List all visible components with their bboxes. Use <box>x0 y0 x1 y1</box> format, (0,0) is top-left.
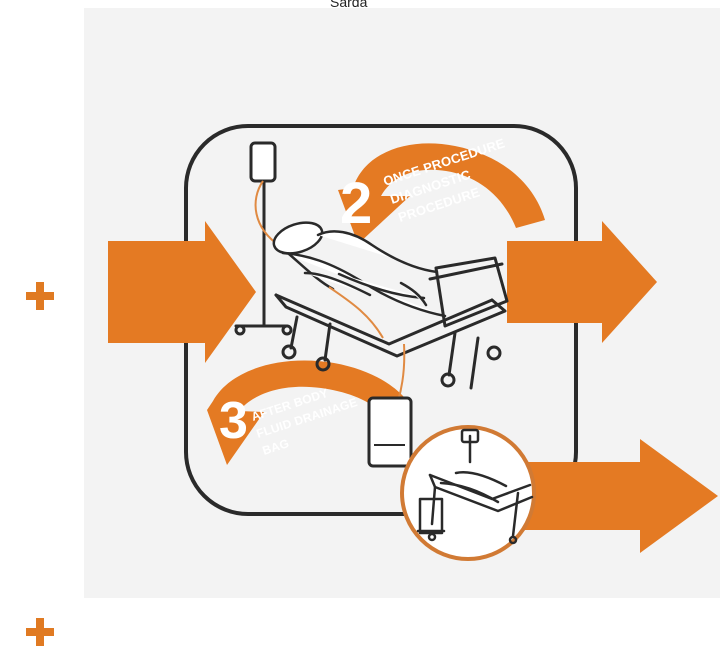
svg-text:BAG: BAG <box>261 436 291 458</box>
iv-bag <box>251 143 275 181</box>
step3-number: 3 <box>219 392 248 450</box>
output-arrow-upper <box>507 221 657 343</box>
zoom-bubble <box>402 427 534 559</box>
step2-number: 2 <box>340 171 372 236</box>
input-arrow <box>108 221 256 363</box>
output-arrow-lower <box>520 439 718 553</box>
drainage-bag <box>369 398 411 466</box>
